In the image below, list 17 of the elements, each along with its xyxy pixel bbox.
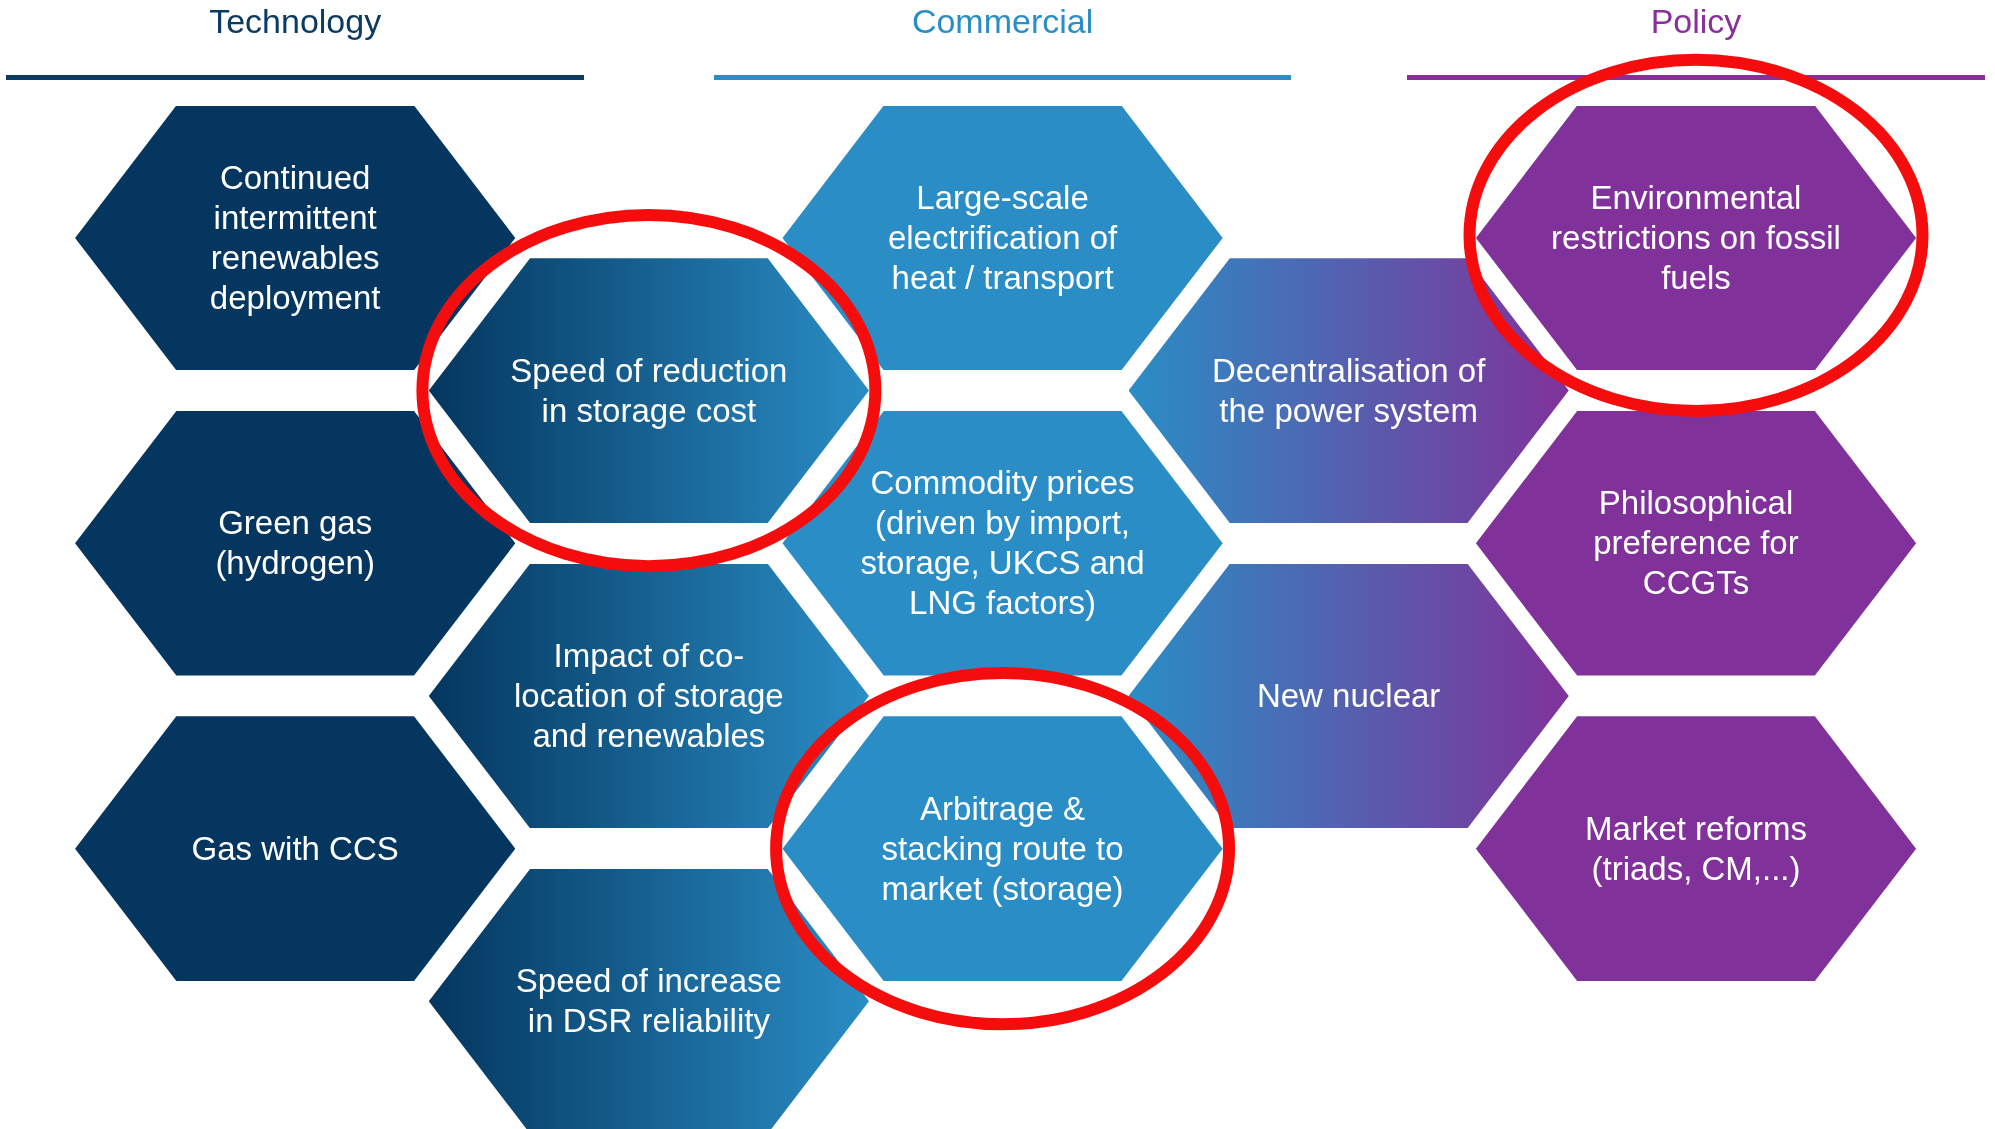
- tile-label: Impact of co-location of storage and renewables: [513, 635, 785, 756]
- column-heading: Technology: [209, 2, 382, 41]
- tile-label: Decentralisation of the power system: [1211, 350, 1487, 431]
- tile-label: Environmental restrictions on fossil fuels: [1550, 177, 1842, 298]
- tile-label: Market reforms (triads, CM,...): [1584, 808, 1808, 889]
- tile-label: Philosophical preference for CCGTs: [1592, 483, 1800, 604]
- tile-label: Gas with CCS: [191, 828, 399, 869]
- tile-label: Continued intermittent renewables deployment: [208, 157, 382, 318]
- column-heading: Commercial: [911, 2, 1094, 41]
- column-heading: Policy: [1650, 2, 1742, 41]
- tile-label: New nuclear: [1256, 675, 1441, 716]
- tile-label: Commodity prices (driven by import, storage, UKCS and LNG factors): [859, 463, 1146, 624]
- tile-label: Large-scale electrification of heat / transport: [886, 177, 1119, 298]
- tile-label: Speed of reduction in storage cost: [509, 350, 789, 431]
- tile-label: Speed of increase in DSR reliability: [514, 961, 783, 1042]
- tile-label: Arbitrage & stacking route to market (storage): [880, 788, 1125, 909]
- tile-label: Green gas (hydrogen): [214, 503, 376, 584]
